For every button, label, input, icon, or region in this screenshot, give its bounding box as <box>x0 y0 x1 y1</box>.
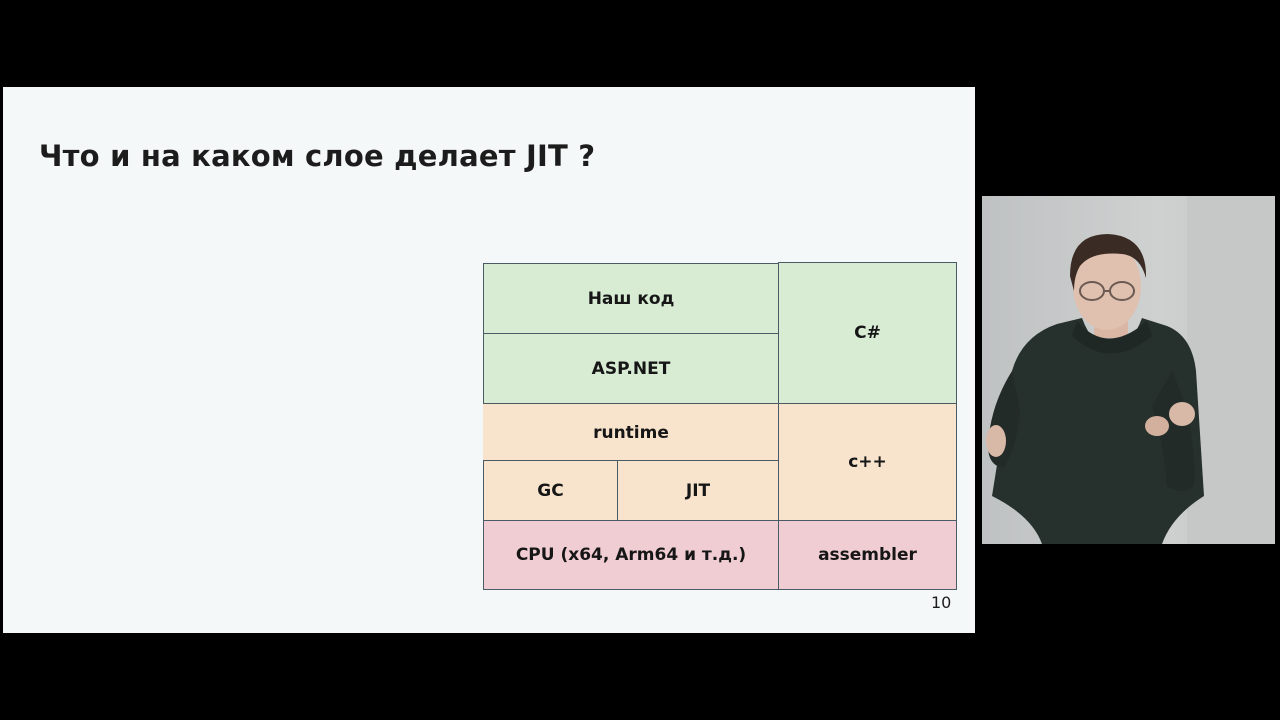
layer-gc-label: GC <box>537 480 564 501</box>
presentation-slide: Что и на каком слое делает JIT ? Наш код… <box>3 87 975 633</box>
page-number: 10 <box>931 593 952 612</box>
lang-cpp-label: c++ <box>848 452 887 472</box>
layer-jit-label: JIT <box>685 480 711 501</box>
lang-assembler-label: assembler <box>818 545 917 565</box>
layer-runtime: runtime <box>483 404 779 461</box>
layer-aspnet-label: ASP.NET <box>591 358 671 379</box>
slide-title: Что и на каком слое делает JIT ? <box>39 139 596 173</box>
layer-aspnet: ASP.NET <box>483 333 779 404</box>
layer-our-code: Наш код <box>483 263 779 334</box>
speaker-figure <box>982 196 1275 544</box>
layer-cpu: CPU (x64, Arm64 и т.д.) <box>483 520 779 590</box>
layer-cpu-label: CPU (x64, Arm64 и т.д.) <box>515 545 747 565</box>
layer-runtime-label: runtime <box>593 422 669 443</box>
layer-jit: JIT <box>617 460 779 521</box>
lang-cpp: c++ <box>778 403 957 521</box>
lang-csharp-label: C# <box>854 323 881 343</box>
speaker-camera-feed <box>982 196 1275 544</box>
layer-our-code-label: Наш код <box>587 288 675 309</box>
lang-assembler: assembler <box>778 520 957 590</box>
lang-csharp: C# <box>778 262 957 404</box>
layer-gc: GC <box>483 460 618 521</box>
